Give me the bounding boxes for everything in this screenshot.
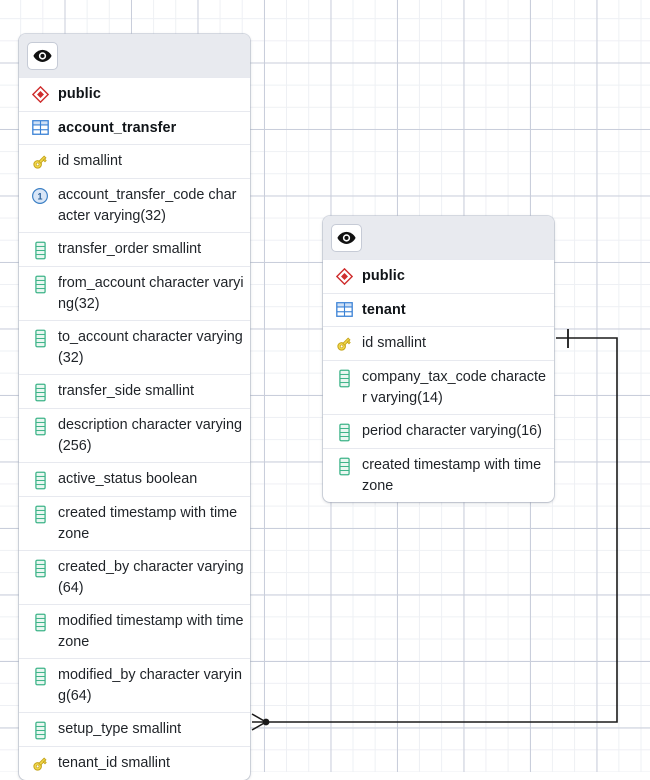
eye-icon <box>337 231 356 244</box>
column-label: description character varying(256) <box>58 417 242 454</box>
column-label: tenant_id smallint <box>58 755 170 771</box>
column-label: to_account character varying(32) <box>58 329 243 366</box>
column-row[interactable]: active_status boolean <box>19 462 250 496</box>
column-label: modified timestamp with time zone <box>58 613 244 650</box>
index-1-icon: 1 <box>30 186 50 206</box>
svg-text:1: 1 <box>37 192 42 202</box>
column-icon <box>30 558 50 578</box>
column-row[interactable]: transfer_order smallint <box>19 232 250 266</box>
eye-icon <box>33 49 52 62</box>
column-icon <box>334 456 354 476</box>
column-label: id smallint <box>58 153 122 169</box>
column-label: modified_by character varying(64) <box>58 667 242 704</box>
column-label: created timestamp with time zone <box>362 457 542 494</box>
column-label: company_tax_code character varying(14) <box>362 369 546 406</box>
column-row[interactable]: to_account character varying(32) <box>19 320 250 374</box>
column-row[interactable]: modified timestamp with time zone <box>19 604 250 658</box>
column-row[interactable]: created_by character varying(64) <box>19 550 250 604</box>
column-row[interactable]: transfer_side smallint <box>19 374 250 408</box>
column-label: active_status boolean <box>58 471 198 487</box>
column-label: id smallint <box>362 335 426 351</box>
column-icon <box>30 720 50 740</box>
relationship-endpoint-dot <box>262 718 270 726</box>
column-label: transfer_order smallint <box>58 241 202 257</box>
column-row[interactable]: modified_by character varying(64) <box>19 658 250 712</box>
column-row[interactable]: created timestamp with time zone <box>19 496 250 550</box>
column-icon <box>334 368 354 388</box>
entity-header-account-transfer[interactable] <box>19 34 250 77</box>
table-row-title[interactable]: tenant <box>323 292 554 327</box>
column-icon <box>30 666 50 686</box>
entity-tenant[interactable]: public tenant <box>323 216 554 502</box>
column-row[interactable]: setup_type smallint <box>19 712 250 746</box>
schema-name: public <box>362 268 405 284</box>
table-row-title[interactable]: account_transfer <box>19 110 250 145</box>
table-name: account_transfer <box>58 119 177 136</box>
schema-diamond-icon <box>334 266 354 286</box>
column-label: period character varying(16) <box>362 423 542 439</box>
column-row-primary-key[interactable]: id smallint <box>323 326 554 360</box>
column-row[interactable]: company_tax_code character varying(14) <box>323 360 554 414</box>
column-icon <box>334 422 354 442</box>
schema-name: public <box>58 86 101 102</box>
column-label: account_transfer_code character varying(… <box>58 187 237 224</box>
key-icon <box>30 152 50 172</box>
schema-diamond-icon <box>30 84 50 104</box>
schema-row[interactable]: public <box>19 77 250 111</box>
column-row[interactable]: period character varying(16) <box>323 414 554 448</box>
column-row[interactable]: 1 account_transfer_code character varyin… <box>19 178 250 232</box>
column-icon <box>30 274 50 294</box>
column-label: from_account character varying(32) <box>58 275 244 312</box>
entity-header-tenant[interactable] <box>323 216 554 259</box>
column-label: transfer_side smallint <box>58 383 194 399</box>
column-icon <box>30 382 50 402</box>
column-label: created_by character varying(64) <box>58 559 244 596</box>
table-name: tenant <box>362 301 406 318</box>
table-grid-icon <box>30 118 50 138</box>
column-icon <box>30 416 50 436</box>
column-row[interactable]: created timestamp with time zone <box>323 448 554 502</box>
entity-account-transfer[interactable]: public account_transfer <box>19 34 250 780</box>
column-row[interactable]: description character varying(256) <box>19 408 250 462</box>
column-icon <box>30 240 50 260</box>
table-grid-icon <box>334 300 354 320</box>
toggle-visibility-button-tenant[interactable] <box>331 223 362 252</box>
column-row-foreign-key[interactable]: tenant_id smallint <box>19 746 250 780</box>
column-row[interactable]: from_account character varying(32) <box>19 266 250 320</box>
column-icon <box>30 328 50 348</box>
schema-row[interactable]: public <box>323 259 554 293</box>
column-icon <box>30 504 50 524</box>
column-row[interactable]: id smallint <box>19 144 250 178</box>
column-label: created timestamp with time zone <box>58 505 238 542</box>
key-icon <box>334 334 354 354</box>
column-icon <box>30 612 50 632</box>
toggle-visibility-button-account-transfer[interactable] <box>27 41 58 70</box>
key-icon <box>30 754 50 774</box>
column-icon <box>30 470 50 490</box>
column-label: setup_type smallint <box>58 721 182 737</box>
